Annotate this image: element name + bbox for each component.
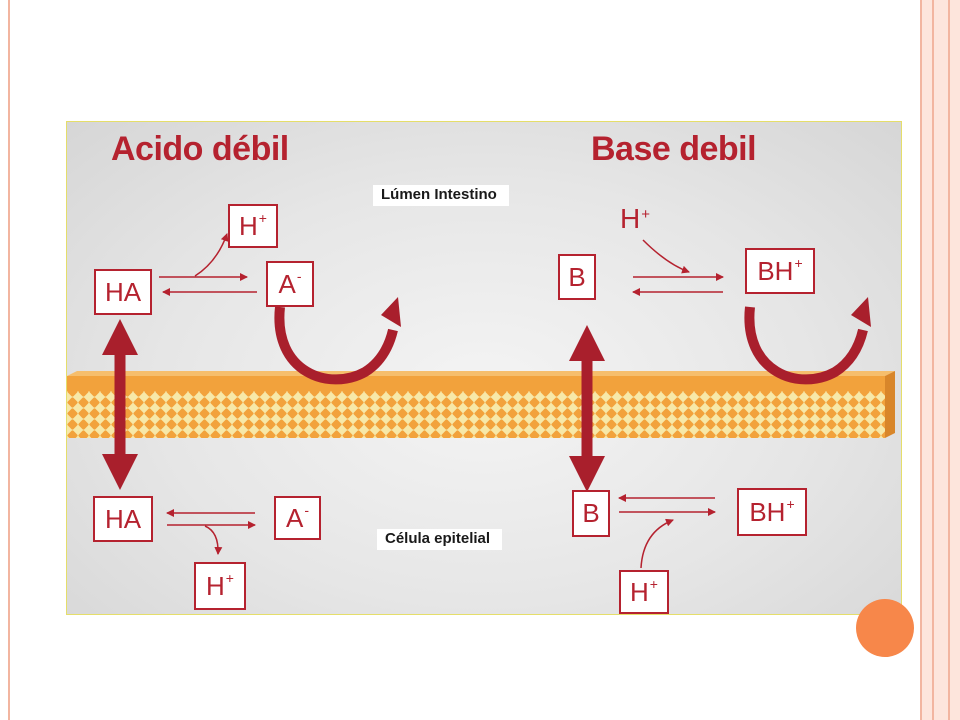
base-cell-bh-box: BH+ [737,488,807,536]
base-ion-curved-arrowhead [851,297,871,327]
base-cell-proton-uptake-arrow [640,518,674,569]
protonated-base-symbol: BH [749,496,786,527]
acid-lumen-proton-box: H+ [228,204,278,248]
proton-symbol: H [620,203,641,234]
charge-superscript: + [641,206,650,223]
membrane-top-face [67,371,895,376]
base-cell-equilibrium [618,494,716,569]
proton-symbol: H [206,570,225,601]
base-lumen-equilibrium [632,239,724,296]
base-ion-curved-arrow [744,306,868,385]
anion-symbol: A [278,268,296,299]
base-lumen-b-box: B [558,254,596,300]
acid-title: Acido débil [111,130,289,168]
acid-cell-anion-box: A- [274,496,321,540]
base-title: Base debil [591,130,757,168]
base-lumen-bh-box: BH+ [745,248,815,294]
acid-ion-curved-arrowhead [381,297,401,327]
diagram-graphics [67,233,895,569]
anion-symbol: A [285,502,304,533]
weak-base-symbol: B [568,261,586,292]
protonated-base-symbol: BH [757,255,794,286]
slide-frame-right-band [918,0,960,720]
acid-vertical-double-arrow [102,319,138,490]
acid-lumen-ha-box: HA [94,269,152,315]
base-lumen-proton-text: H+ [620,203,650,235]
base-vertical-double-arrow [569,325,605,492]
base-lumen-proton-uptake-arrow [642,239,690,274]
acid-lumen-anion-box: A- [266,261,314,307]
acid-ion-curved-arrow [274,306,398,385]
weak-acid-symbol: HA [104,503,142,534]
acid-cell-proton-box: H+ [194,562,246,610]
weak-base-symbol: B [582,498,600,528]
slide-decor-dot [856,599,914,657]
proton-symbol: H [239,210,258,241]
lumen-label: Lúmen Intestino [373,185,509,206]
slide-frame-left-line [8,0,10,720]
acid-lumen-equilibrium [159,233,257,296]
membrane-end-face [885,371,895,438]
cell-label: Célula epitelial [377,529,503,550]
acid-cell-ha-box: HA [93,496,153,542]
cell-membrane [67,371,895,438]
base-cell-proton-box: H+ [619,570,669,614]
proton-symbol: H [630,576,649,607]
diagram-figure: Acido débil Base debil Lúmen Intestino C… [66,121,902,615]
acid-lumen-proton-release-arrow [194,233,229,277]
acid-cell-equilibrium [166,509,256,555]
membrane-dotted-body [67,391,885,438]
acid-cell-proton-release-arrow [204,525,223,555]
base-cell-b-box: B [572,490,610,537]
weak-acid-symbol: HA [104,276,142,307]
